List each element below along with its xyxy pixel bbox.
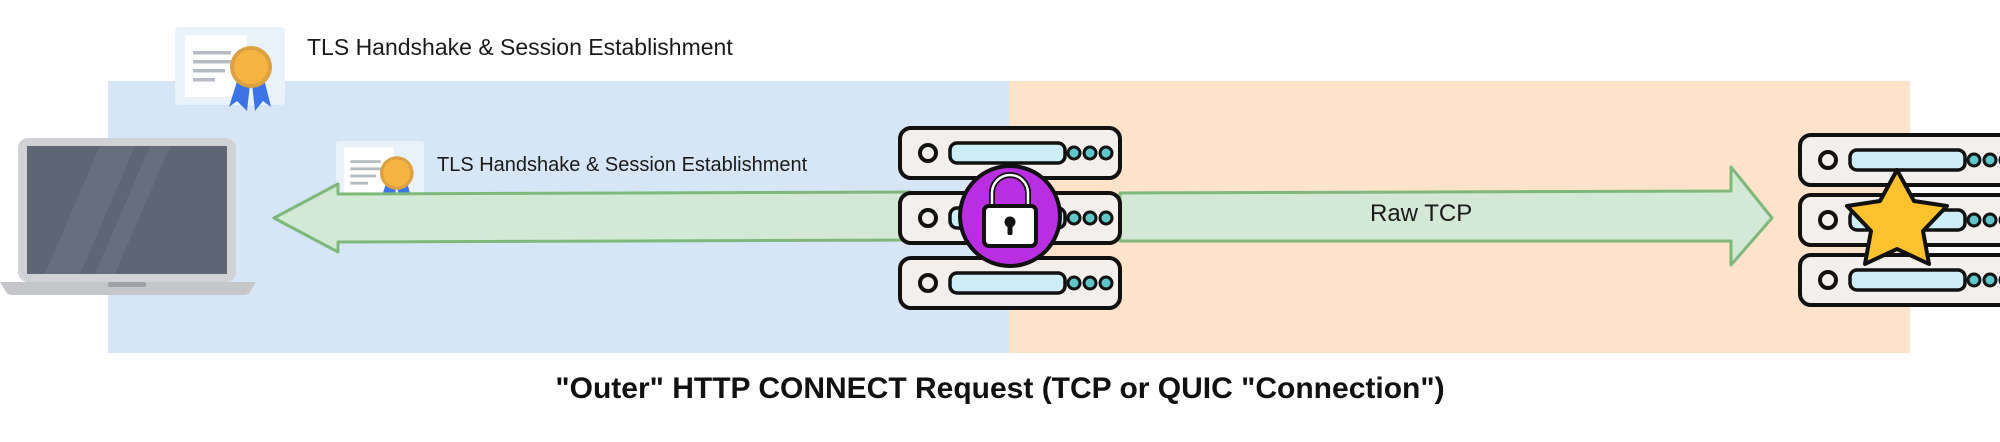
star-icon bbox=[1845, 168, 1949, 266]
diagram-caption: "Outer" HTTP CONNECT Request (TCP or QUI… bbox=[555, 372, 1445, 405]
raw-tcp-label: Raw TCP bbox=[1370, 200, 1473, 227]
certificate-icon bbox=[175, 27, 285, 111]
raw-tcp-arrow bbox=[1118, 165, 1774, 267]
laptop-icon bbox=[0, 138, 256, 295]
inner-session-arrow bbox=[272, 182, 912, 254]
inner-session-label: TLS Handshake & Session Establishment bbox=[437, 154, 808, 176]
outer-session-label: TLS Handshake & Session Establishment bbox=[307, 34, 733, 60]
lock-icon bbox=[958, 164, 1062, 268]
